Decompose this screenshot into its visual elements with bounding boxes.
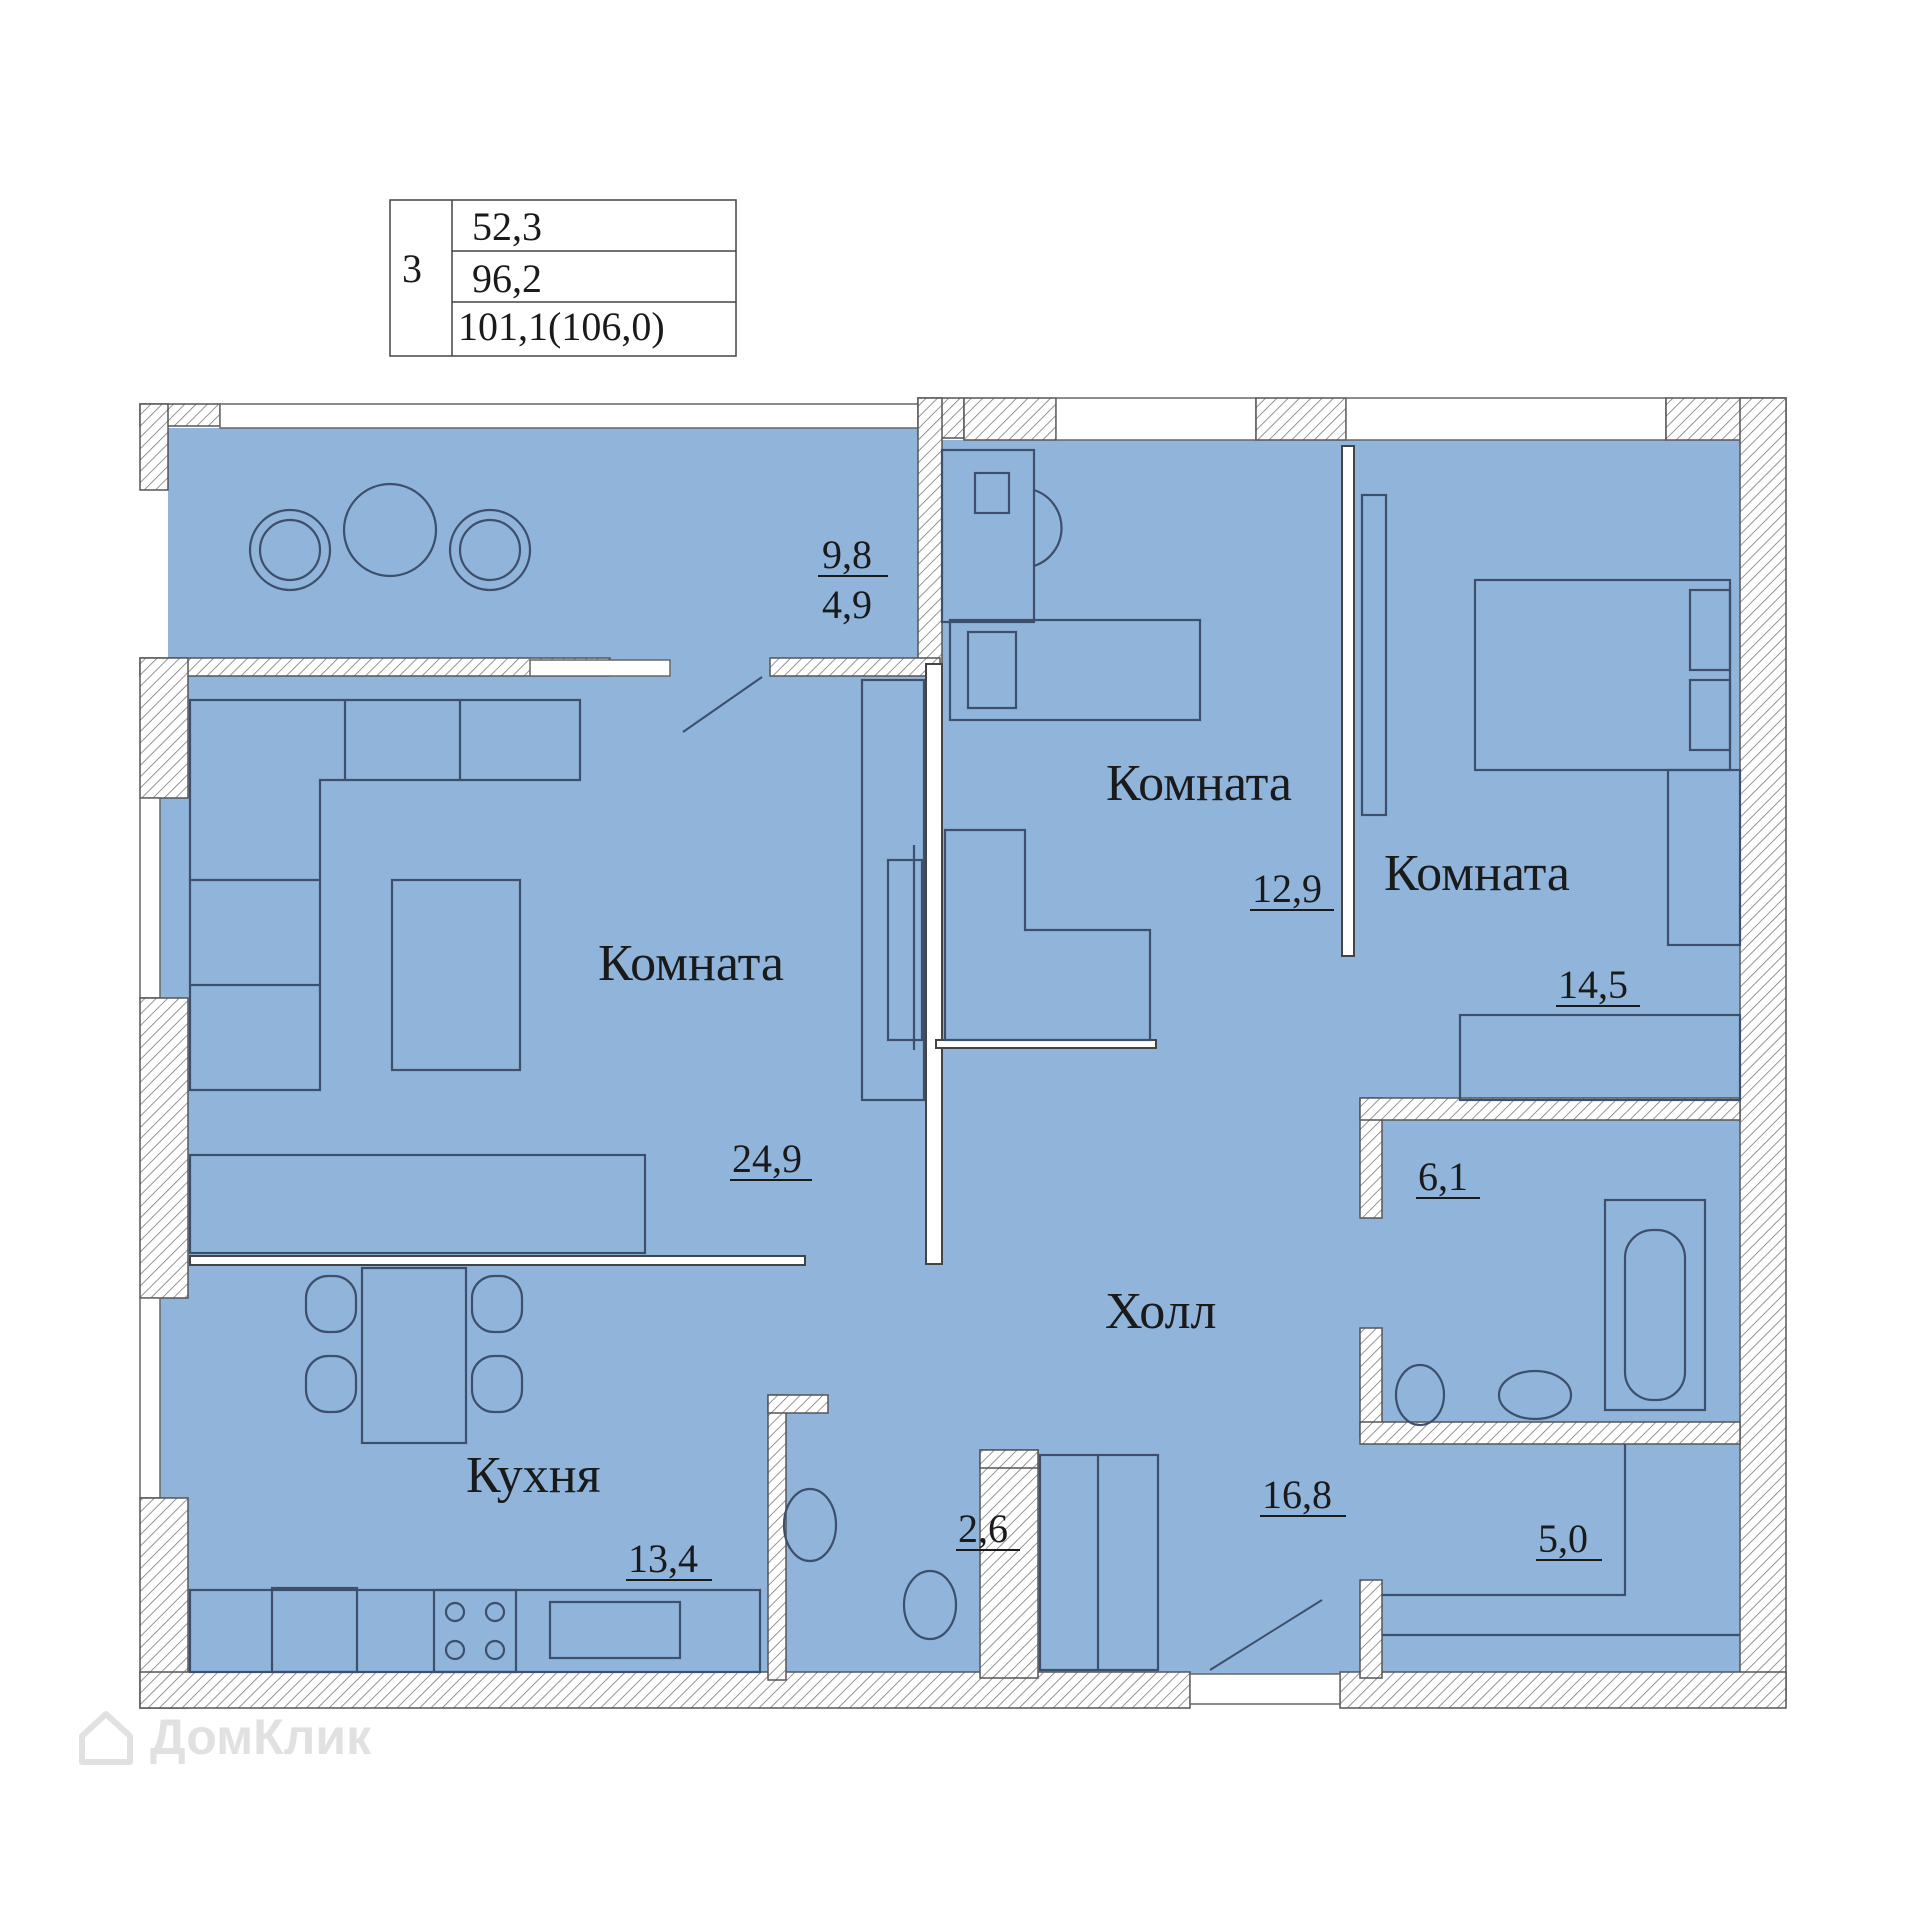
- kitchen-area: 13,4: [628, 1536, 698, 1581]
- balcony-area-bottom: 4,9: [822, 582, 872, 627]
- bedroom-1-area: 12,9: [1252, 866, 1322, 911]
- sofa: [188, 698, 582, 1092]
- bedroom-1-wardrobe: [943, 828, 1152, 1042]
- hall-name: Холл: [1105, 1283, 1217, 1340]
- bedroom-1-name: Комната: [1106, 755, 1292, 812]
- watermark-text: ДомКлик: [150, 1709, 372, 1765]
- coffee-table: [390, 878, 522, 1072]
- total-area-with-balcony-value: 101,1(106,0): [458, 304, 665, 349]
- bedroom-1-bed: [948, 618, 1202, 722]
- living-room-name: Комната: [598, 935, 784, 992]
- partition-panel: [1360, 493, 1388, 817]
- balcony-area-top: 9,8: [822, 532, 872, 577]
- watermark: ДомКлик: [76, 1708, 371, 1766]
- bathroom-area: 6,1: [1418, 1154, 1468, 1199]
- bedroom-2-desk: [1666, 768, 1742, 947]
- entrance-door: [1209, 1599, 1323, 1671]
- bedroom-2-bed: [1473, 578, 1732, 772]
- living-room-area: 24,9: [732, 1136, 802, 1181]
- bedroom-2-wardrobe: [1458, 1013, 1742, 1102]
- bathroom-sink: [1497, 1369, 1573, 1421]
- bedroom-2-name: Комната: [1384, 845, 1570, 902]
- rooms-count: 3: [402, 246, 422, 291]
- storage-shelving: [1382, 1444, 1740, 1637]
- living-area-value: 52,3: [472, 204, 542, 249]
- dining-table: [304, 1266, 524, 1445]
- wardrobe-area: 5,0: [1538, 1516, 1588, 1561]
- wc-area: 2,6: [958, 1506, 1008, 1551]
- total-area-value: 96,2: [472, 256, 542, 301]
- bedroom-2-area: 14,5: [1558, 962, 1628, 1007]
- hall-wardrobe: [1038, 1453, 1160, 1672]
- tv-stand: [860, 678, 926, 1102]
- sideboard: [188, 1153, 647, 1255]
- wc-toilet: [902, 1569, 958, 1641]
- hall-area: 16,8: [1262, 1472, 1332, 1517]
- outer-walls: [139, 397, 1787, 1709]
- kitchen-counter: [188, 1586, 762, 1674]
- bathroom-toilet: [1394, 1363, 1446, 1427]
- wc-sink: [782, 1487, 838, 1563]
- balcony-door-line: [682, 676, 763, 733]
- kitchen-name: Кухня: [466, 1447, 601, 1504]
- summary-table: [389, 199, 737, 357]
- bathtub: [1603, 1198, 1707, 1412]
- floor-area: [150, 428, 1740, 1678]
- house-logo-icon: [79, 1711, 133, 1765]
- bedroom-1-desk: [940, 448, 1063, 624]
- balcony-table-set: [248, 482, 532, 592]
